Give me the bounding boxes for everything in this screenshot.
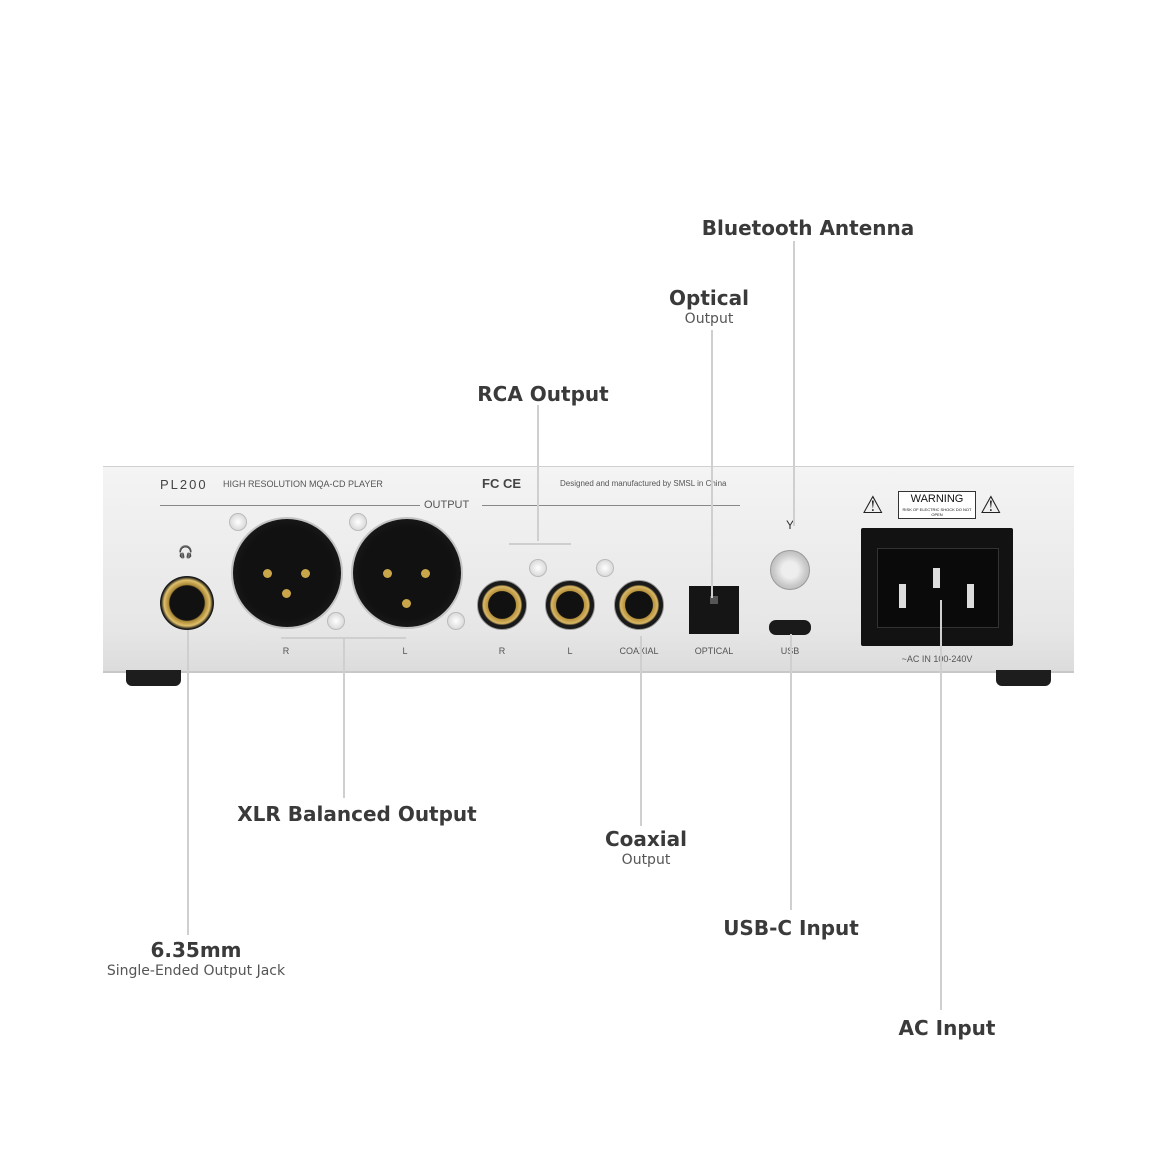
rca-connector-right: [477, 580, 527, 630]
ac-input-label: ~AC IN 100-240V: [901, 654, 973, 664]
callout-ac-input: AC Input: [898, 1016, 996, 1040]
leader-rca: [537, 405, 539, 541]
leader-ac: [940, 600, 942, 1010]
device-foot-right: [996, 670, 1051, 686]
warning-triangle-icon: ⚠: [980, 492, 1002, 519]
leader-jack: [187, 630, 189, 935]
callout-jack-sub: Single-Ended Output Jack: [106, 963, 286, 979]
leader-bluetooth: [793, 241, 795, 526]
model-description: HIGH RESOLUTION MQA-CD PLAYER: [223, 479, 383, 489]
antenna-connector: [770, 550, 810, 590]
coaxial-label: COAXIAL: [619, 646, 659, 656]
rca-label-r: R: [498, 646, 506, 656]
screw: [529, 559, 547, 577]
xlr-connector-left: [351, 517, 463, 629]
callout-jack-title: 6.35mm: [150, 938, 242, 962]
leader-xlr: [343, 638, 345, 798]
callout-coaxial-title: Coaxial: [604, 827, 688, 851]
callout-coaxial-sub: Output: [621, 852, 671, 868]
leader-optical: [711, 330, 713, 598]
xlr-label-l: L: [402, 646, 408, 656]
warning-triangle-icon: ⚠: [862, 492, 884, 519]
screw: [327, 612, 345, 630]
leader-usbc: [790, 634, 792, 910]
device-foot-left: [126, 670, 181, 686]
callout-optical-title: Optical: [669, 286, 749, 310]
usb-c-port: [769, 620, 811, 635]
rca-label-l: L: [567, 646, 573, 656]
xlr-connector-right: [231, 517, 343, 629]
headphone-jack: [160, 576, 214, 630]
output-rule-right: [482, 505, 740, 506]
callout-rca-output: RCA Output: [477, 382, 609, 406]
usb-label: USB: [760, 646, 820, 656]
manufacturer-text: Designed and manufactured by SMSL in Chi…: [560, 479, 727, 488]
screw: [596, 559, 614, 577]
xlr-label-r: R: [282, 646, 290, 656]
callout-xlr-balanced-output: XLR Balanced Output: [237, 802, 477, 826]
antenna-icon: Y: [786, 518, 795, 532]
warning-box: WARNING RISK OF ELECTRIC SHOCK DO NOT OP…: [898, 491, 976, 519]
output-rule-left: [160, 505, 420, 506]
rca-connector-left: [545, 580, 595, 630]
screw: [349, 513, 367, 531]
leader-rca-branch: [509, 543, 571, 545]
ac-inlet: [861, 528, 1013, 646]
certification-marks: FC CE: [482, 476, 521, 491]
coaxial-connector: [614, 580, 664, 630]
optical-label: OPTICAL: [694, 646, 734, 656]
optical-port: [689, 586, 739, 634]
headphone-icon: 🎧: [178, 545, 193, 559]
screw: [447, 612, 465, 630]
screw: [229, 513, 247, 531]
callout-usb-c-input: USB-C Input: [723, 916, 859, 940]
callout-bluetooth-antenna: Bluetooth Antenna: [701, 216, 915, 240]
callout-optical-sub: Output: [684, 311, 734, 327]
output-header: OUTPUT: [424, 499, 470, 511]
warning-small-text: RISK OF ELECTRIC SHOCK DO NOT OPEN: [902, 507, 972, 517]
model-name: PL200: [160, 477, 208, 492]
warning-title: WARNING: [910, 493, 964, 505]
leader-coaxial: [640, 636, 642, 826]
